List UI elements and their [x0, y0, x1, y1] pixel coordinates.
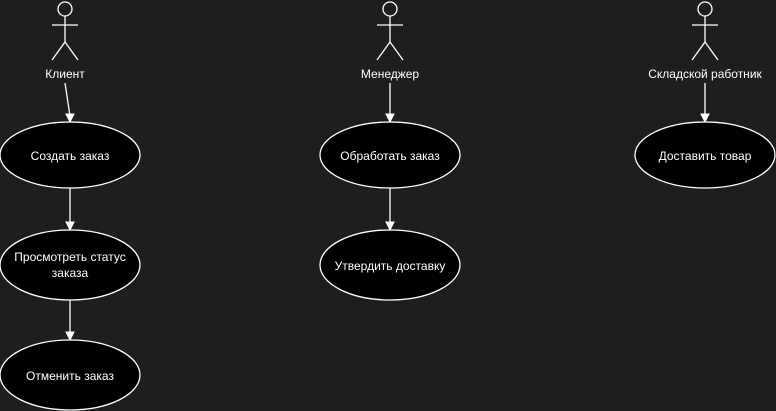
arrowhead-icon: [385, 113, 395, 124]
usecase-label: Создать заказ: [31, 149, 110, 163]
actor-warehouse: Складской работник: [648, 1, 763, 81]
usecase-label: Отменить заказ: [26, 369, 114, 383]
edge-client-to-create: [64, 82, 75, 124]
arrowhead-icon: [65, 221, 75, 232]
usecase-label: Обработать заказ: [340, 149, 440, 163]
edge-status-to-cancel: [65, 300, 75, 342]
usecase-label: Утвердить доставку: [335, 259, 446, 273]
actor-label-client: Клиент: [45, 67, 85, 81]
edge-process-to-confirm: [385, 188, 395, 232]
usecase-create-order[interactable]: Создать заказ: [0, 121, 141, 189]
usecase-label-line-1: Просмотреть статус: [14, 250, 125, 264]
usecase-confirm-delivery[interactable]: Утвердить доставку: [319, 229, 461, 301]
usecase-label: Доставить товар: [659, 149, 752, 163]
actor-label-warehouse: Складской работник: [648, 67, 762, 81]
stick-figure-icon: [376, 1, 404, 61]
usecase-cancel-order[interactable]: Отменить заказ: [0, 339, 141, 411]
arrowhead-icon: [700, 113, 710, 124]
actor-manager: Менеджер: [361, 1, 420, 81]
edges-layer: [64, 82, 710, 342]
edge-manager-to-process: [385, 83, 395, 124]
arrowhead-icon: [65, 331, 75, 342]
usecase-deliver-goods[interactable]: Доставить товар: [634, 121, 776, 189]
edge-warehouse-to-deliver: [700, 83, 710, 124]
arrowhead-icon: [385, 221, 395, 232]
usecase-label-line-2: заказа: [52, 266, 89, 280]
usecase-view-status[interactable]: Просмотреть статус заказа: [0, 229, 141, 301]
actor-client: Клиент: [45, 1, 85, 81]
actor-label-manager: Менеджер: [361, 67, 420, 81]
stick-figure-icon: [691, 1, 719, 61]
usecase-process-order[interactable]: Обработать заказ: [319, 121, 461, 189]
edge-create-to-status: [65, 188, 75, 232]
arrowhead-icon: [65, 113, 75, 124]
stick-figure-icon: [51, 1, 79, 61]
